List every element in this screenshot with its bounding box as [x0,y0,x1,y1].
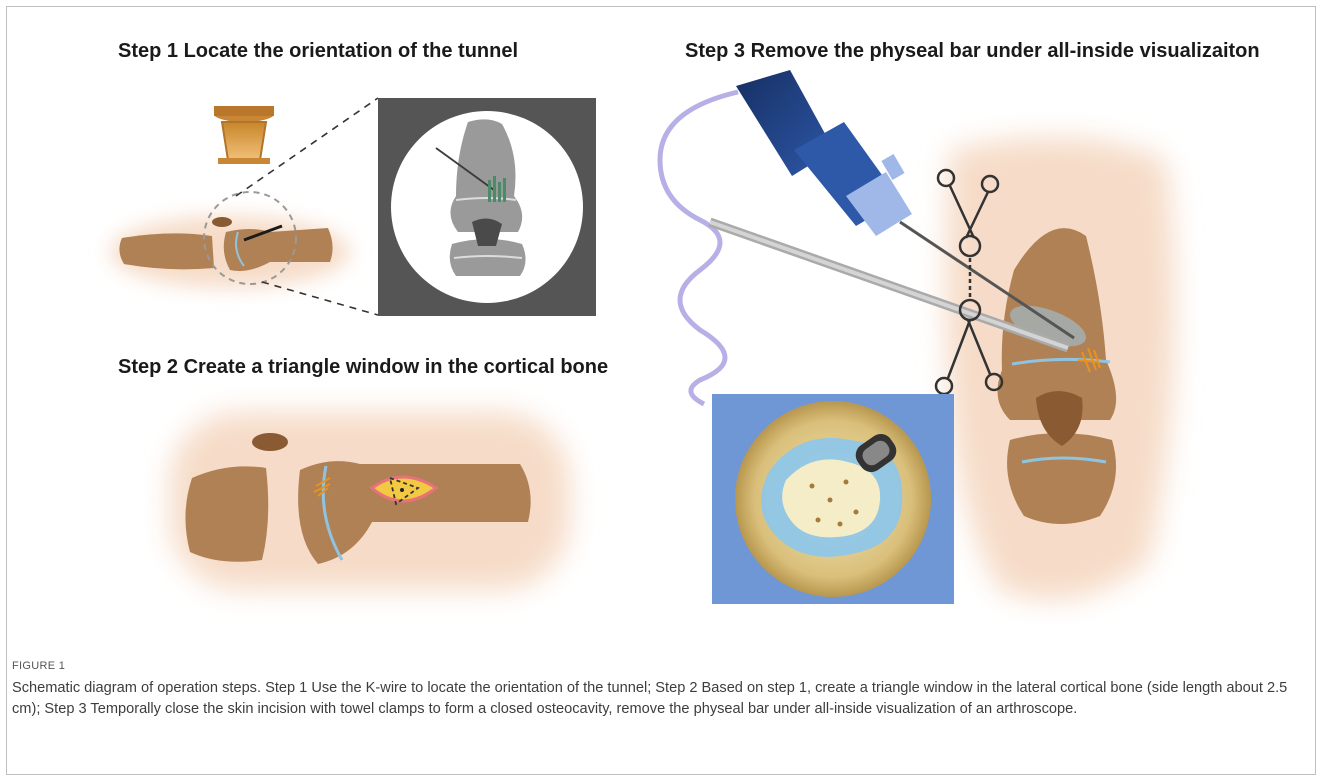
step1-leg [110,192,350,288]
figure-label: FIGURE 1 [12,660,1308,672]
zoom-line-bottom [262,282,378,315]
step2-leg [170,412,570,590]
diagram-artwork [0,0,1322,660]
xray-panel [378,98,596,316]
endoscope-view-panel [712,394,954,604]
figure-caption-text: Schematic diagram of operation steps. St… [12,678,1308,720]
light-cable [660,92,738,404]
figure-caption: FIGURE 1 Schematic diagram of operation … [12,660,1308,720]
c-arm-fluoroscope-icon [214,106,274,164]
